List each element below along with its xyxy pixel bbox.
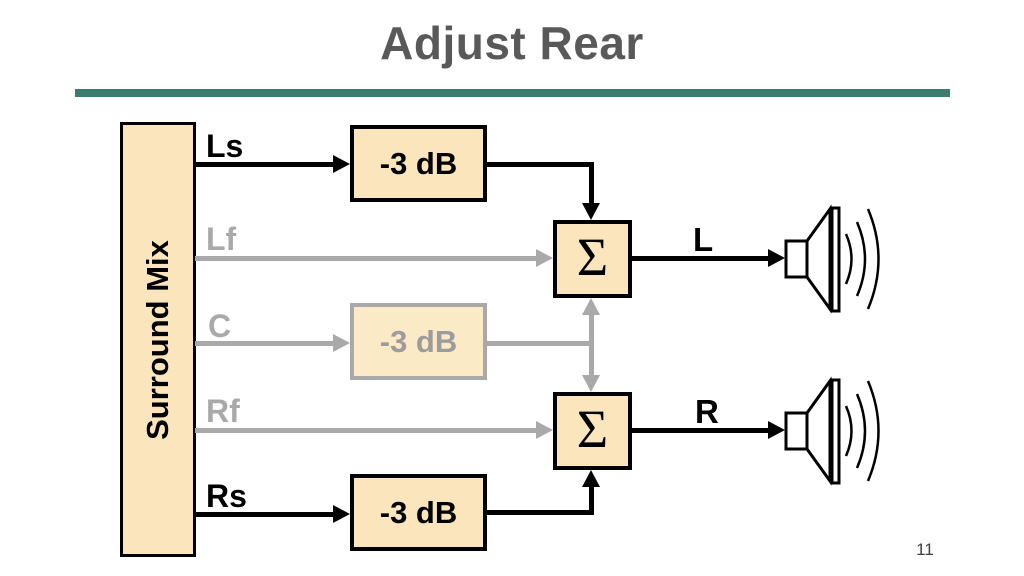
gain-box-rs: -3 dB [350,474,487,551]
signal-line-rf [195,428,537,433]
channel-label-c: C [208,308,232,344]
output-label-r: R [695,393,719,430]
line-c-split [589,312,594,376]
signal-line-rs [195,512,334,517]
signal-line-c [195,341,334,346]
slide-title: Adjust Rear [380,17,644,69]
arrowhead-c [333,334,350,352]
gain-box-ls: -3 dB [350,125,487,202]
surround-mix-box: Surround Mix [120,122,196,557]
arrowhead-into-sum-l-bottom [582,298,600,315]
arrowhead-into-sum-l-top [582,203,600,220]
arrowhead-output-r [768,421,785,439]
line-rs-out [487,510,594,515]
line-ls-down [589,162,594,204]
signal-line-lf [195,256,537,261]
arrowhead-output-l [768,249,785,267]
arrowhead-lf [536,249,553,267]
line-c-out [487,341,594,346]
channel-label-ls: Ls [206,128,244,164]
output-line-l [632,256,770,261]
speaker-icon-right [784,376,880,486]
sigma-symbol-r: Σ [576,399,609,459]
gain-box-c: -3 dB [350,303,487,380]
speaker-icon-left [784,204,880,314]
arrowhead-rf [536,421,553,439]
channel-label-rs: Rs [206,478,247,514]
arrowhead-into-sum-r-top [582,375,600,392]
summer-l-box: Σ [553,220,632,298]
arrowhead-ls [333,155,350,173]
page-number: 11 [916,540,934,559]
signal-line-ls [195,162,334,167]
summer-r-box: Σ [553,392,632,470]
output-line-r [632,428,770,433]
sound-waves-icon [844,380,880,482]
sigma-symbol-l: Σ [576,227,609,287]
channel-label-rf: Rf [206,393,240,429]
surround-mix-label: Surround Mix [140,239,175,440]
line-ls-out [487,162,594,167]
sound-waves-icon [844,208,880,310]
arrowhead-rs [333,505,350,523]
title-divider-rule [75,89,950,97]
channel-label-lf: Lf [206,221,237,257]
output-label-l: L [693,221,714,258]
line-rs-up [589,486,594,514]
arrowhead-into-sum-r-bottom [582,470,600,487]
